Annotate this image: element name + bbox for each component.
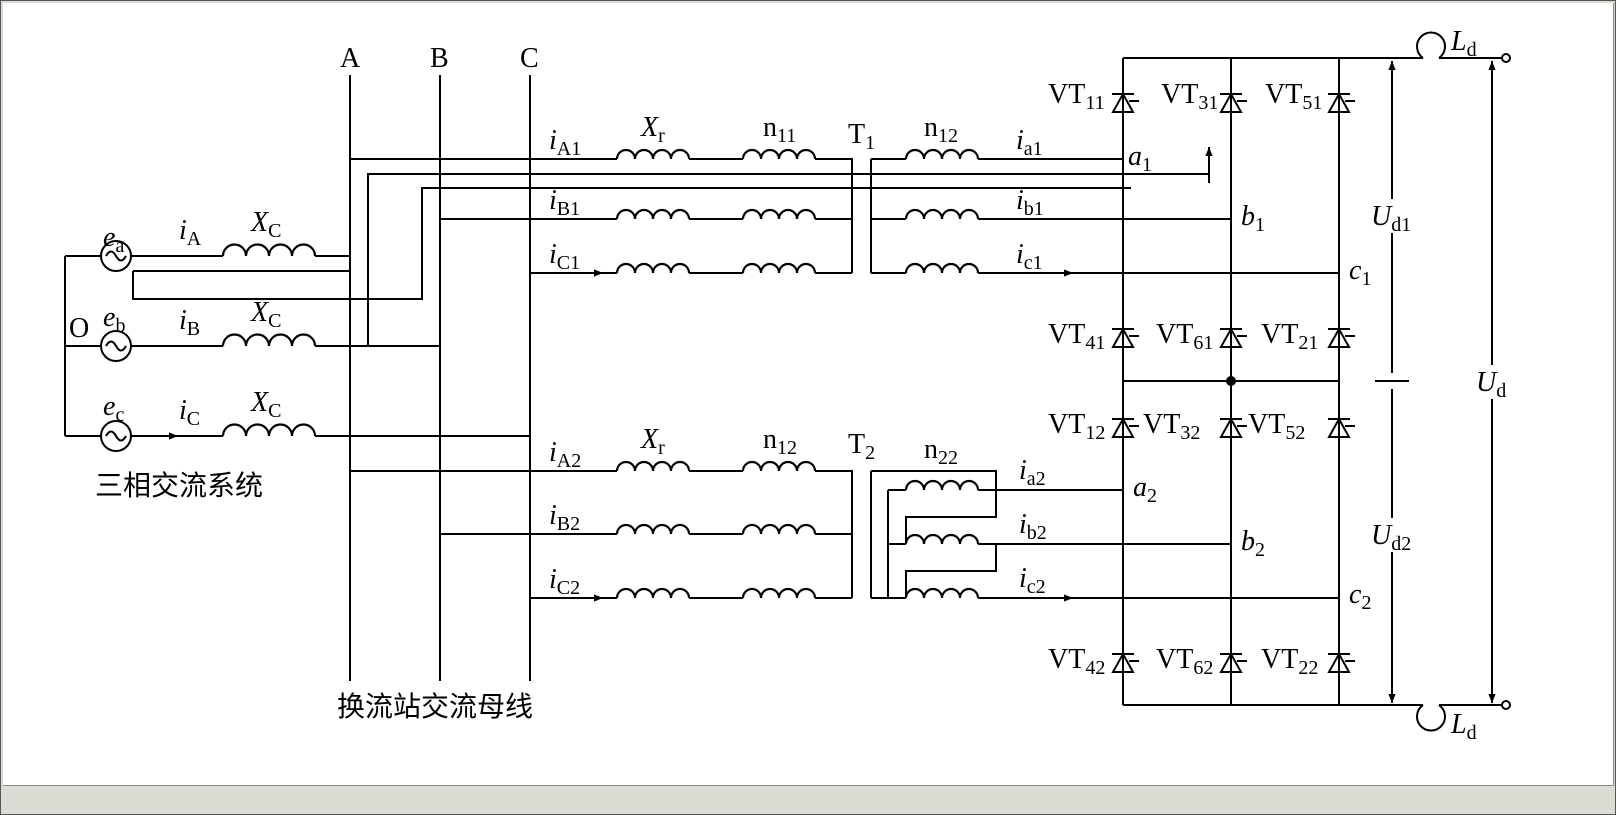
ic2-label: iC2 — [549, 564, 580, 599]
bus-label: 换流站交流母线 — [337, 690, 533, 723]
xr-t2-label: Xr — [640, 424, 665, 459]
ld-top-label: Ld — [1450, 26, 1477, 61]
ib1-label: iB1 — [549, 185, 580, 220]
n12-label: n12 — [924, 112, 958, 147]
ld-bottom-label: Ld — [1450, 709, 1477, 744]
node-a2-label: a2 — [1133, 472, 1157, 507]
ld-bottom-icon — [1416, 704, 1446, 732]
vt42-label: VT42 — [1048, 644, 1105, 679]
thyristor-icon — [1111, 326, 1139, 349]
vt22-label: VT22 — [1261, 644, 1318, 679]
thyristor-icon — [1219, 416, 1247, 439]
junction-dot-icon — [1226, 376, 1236, 386]
ia1-sec-label: ia1 — [1016, 125, 1043, 160]
t1-label: T1 — [848, 119, 875, 154]
t2-primary: iA2 iB2 iC2 Xr n12 T2 — [350, 424, 875, 599]
vt12-label: VT12 — [1048, 409, 1105, 444]
bus-a-label: A — [340, 43, 361, 74]
node-a1-label: a1 — [1128, 141, 1152, 176]
thyristor-icon — [1111, 416, 1139, 439]
vt52-label: VT52 — [1248, 409, 1305, 444]
node-b2-label: b2 — [1241, 526, 1265, 561]
n11-label: n11 — [763, 112, 796, 147]
vt61-label: VT61 — [1156, 319, 1213, 354]
thyristor-icon — [1327, 416, 1355, 439]
ic2-sec-label: ic2 — [1019, 563, 1046, 598]
dc-terminal-top-icon — [1501, 53, 1511, 63]
circuit-diagram: ea eb ec O iA iB iC XC XC XC 三相交流系统 A B … — [64, 26, 1513, 744]
ia1-label: iA1 — [549, 125, 581, 160]
bus-b-label: B — [430, 43, 449, 74]
ic-label: iC — [179, 395, 200, 430]
vt51-label: VT51 — [1265, 79, 1322, 114]
thyristor-icon — [1219, 91, 1247, 114]
thyristor-icon — [1111, 91, 1139, 114]
ac-buses: A B C 换流站交流母线 — [337, 43, 539, 723]
ia2-sec-label: ia2 — [1019, 455, 1046, 490]
n22-label: n22 — [924, 434, 958, 469]
dc-side: Ld Ld Ud1 Ud2 Ud — [1369, 26, 1513, 744]
vt11-label: VT11 — [1048, 79, 1105, 114]
neutral-label: O — [69, 313, 89, 344]
thyristor-icon — [1327, 326, 1355, 349]
ac-source-section: ea eb ec O iA iB iC XC XC XC 三相交流系统 — [64, 207, 530, 502]
eb-label: eb — [103, 302, 125, 337]
ud1-label: Ud1 — [1371, 201, 1411, 236]
xc-b-label: XC — [250, 297, 281, 332]
thyristor-icon — [1219, 651, 1247, 674]
vt21-label: VT21 — [1261, 319, 1318, 354]
t2-secondary: n22 ia2 ib2 ic2 a2 b2 c2 — [870, 434, 1371, 614]
ld-top-icon — [1416, 31, 1446, 59]
xc-a-label: XC — [250, 207, 281, 242]
t1-secondary: n12 ia1 ib1 ic1 a1 b1 c1 — [870, 112, 1371, 290]
thyristor-bridges: VT11 VT31 VT51 VT41 VT61 VT21 VT12 VT32 … — [1048, 57, 1393, 706]
ic1-label: iC1 — [549, 239, 580, 274]
t2-label: T2 — [848, 429, 875, 464]
ud-label: Ud — [1476, 367, 1506, 402]
thyristor-icon — [1327, 91, 1355, 114]
ib2-sec-label: ib2 — [1019, 509, 1047, 544]
thyristor-icon — [1327, 651, 1355, 674]
ib2-label: iB2 — [549, 500, 580, 535]
ia-label: iA — [179, 215, 202, 250]
ic1-sec-label: ic1 — [1016, 239, 1043, 274]
vt32-label: VT32 — [1143, 409, 1200, 444]
n12-t2-label: n12 — [763, 424, 797, 459]
xr-t1-label: Xr — [640, 112, 665, 147]
thyristor-icon — [1111, 651, 1139, 674]
node-b1-label: b1 — [1241, 201, 1265, 236]
ib1-sec-label: ib1 — [1016, 185, 1044, 220]
t1-primary: iA1 iB1 iC1 Xr n11 T1 — [350, 112, 875, 274]
ea-label: ea — [103, 222, 124, 257]
thyristor-icon — [1219, 326, 1247, 349]
node-c1-label: c1 — [1349, 255, 1371, 290]
xc-coil-b — [221, 333, 317, 347]
vt62-label: VT62 — [1156, 644, 1213, 679]
node-c2-label: c2 — [1349, 579, 1371, 614]
xc-c-label: XC — [250, 387, 281, 422]
ia2-label: iA2 — [549, 437, 581, 472]
dc-terminal-bottom-icon — [1501, 700, 1511, 710]
ec-label: ec — [103, 391, 124, 426]
system-label: 三相交流系统 — [95, 469, 263, 502]
vt41-label: VT41 — [1048, 319, 1105, 354]
xc-coil-c — [221, 423, 317, 437]
vt31-label: VT31 — [1161, 79, 1218, 114]
bus-c-label: C — [520, 43, 539, 74]
diagram-canvas: ea eb ec O iA iB iC XC XC XC 三相交流系统 A B … — [3, 3, 1614, 786]
xc-coil-a — [221, 243, 317, 257]
ud2-label: Ud2 — [1371, 520, 1411, 555]
ib-label: iB — [179, 305, 200, 340]
